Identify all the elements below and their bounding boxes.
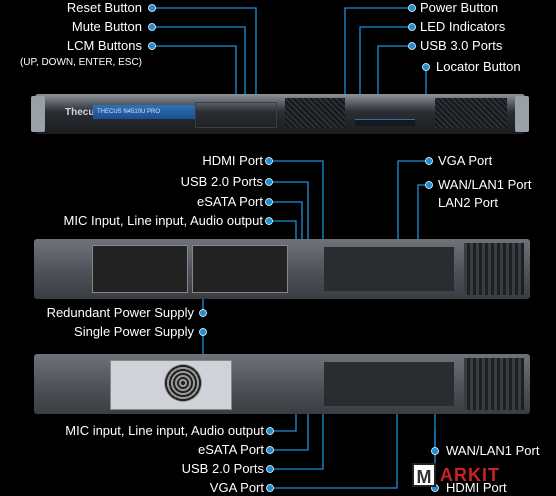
- label-audio-ports: MIC Input, Line input, Audio output: [63, 213, 263, 228]
- label-reset-button: Reset Button: [66, 0, 142, 15]
- label-redundant-psu: Redundant Power Supply: [46, 305, 194, 320]
- label-single-psu: Single Power Supply: [74, 324, 194, 339]
- lcm-button-group: [195, 102, 277, 128]
- label-hdmi-port: HDMI Port: [202, 153, 263, 168]
- io-ports: [324, 247, 454, 291]
- label-vga-port-2: VGA Port: [209, 480, 264, 495]
- label-wan-lan1-port: WAN/LAN1 Port: [438, 177, 532, 192]
- psu-module-2: [192, 245, 288, 293]
- io-ports-2: [324, 362, 454, 406]
- vent-grille: [285, 98, 345, 128]
- label-usb2-ports-2: USB 2.0 Ports: [181, 461, 264, 476]
- brand-logo: Thecus: [65, 107, 101, 118]
- watermark-text: ARKIT: [440, 465, 500, 485]
- psu-module-1: [92, 245, 188, 293]
- label-wan-lan1-port-2: WAN/LAN1 Port: [446, 443, 540, 458]
- label-locator-button: Locator Button: [436, 59, 521, 74]
- rear-panel-single: [34, 354, 530, 414]
- vent-grille-right: [435, 98, 507, 128]
- label-lan2-port: LAN2 Port: [438, 195, 498, 210]
- label-usb3-ports: USB 3.0 Ports: [420, 38, 503, 53]
- fan-icon: [164, 364, 202, 402]
- label-lcm-buttons: LCM Buttons: [66, 38, 142, 53]
- watermark-logo: M ARKIT: [412, 463, 550, 489]
- label-vga-port: VGA Port: [438, 153, 493, 168]
- lcd-display: THECUS N4510U PRO: [93, 105, 195, 119]
- vent-area-2: [464, 358, 524, 410]
- vent-area: [464, 243, 524, 295]
- label-usb2-ports: USB 2.0 Ports: [180, 174, 263, 189]
- rear-panel-redundant: [34, 239, 530, 299]
- watermark-m: M: [412, 463, 436, 487]
- label-esata-port-2: eSATA Port: [198, 442, 264, 457]
- label-power-button: Power Button: [420, 0, 499, 15]
- label-led-indicators: LED Indicators: [420, 19, 506, 34]
- label-lcm-buttons-detail: (UP, DOWN, ENTER, ESC): [19, 57, 142, 68]
- label-hdmi-port-2: HDMI Port: [446, 480, 507, 495]
- status-strip: [355, 119, 415, 126]
- label-audio-ports-2: MIC input, Line input, Audio output: [65, 423, 264, 438]
- front-panel: Thecus THECUS N4510U PRO: [31, 94, 529, 134]
- label-esata-port: eSATA Port: [197, 194, 263, 209]
- label-mute-button: Mute Button: [71, 19, 142, 34]
